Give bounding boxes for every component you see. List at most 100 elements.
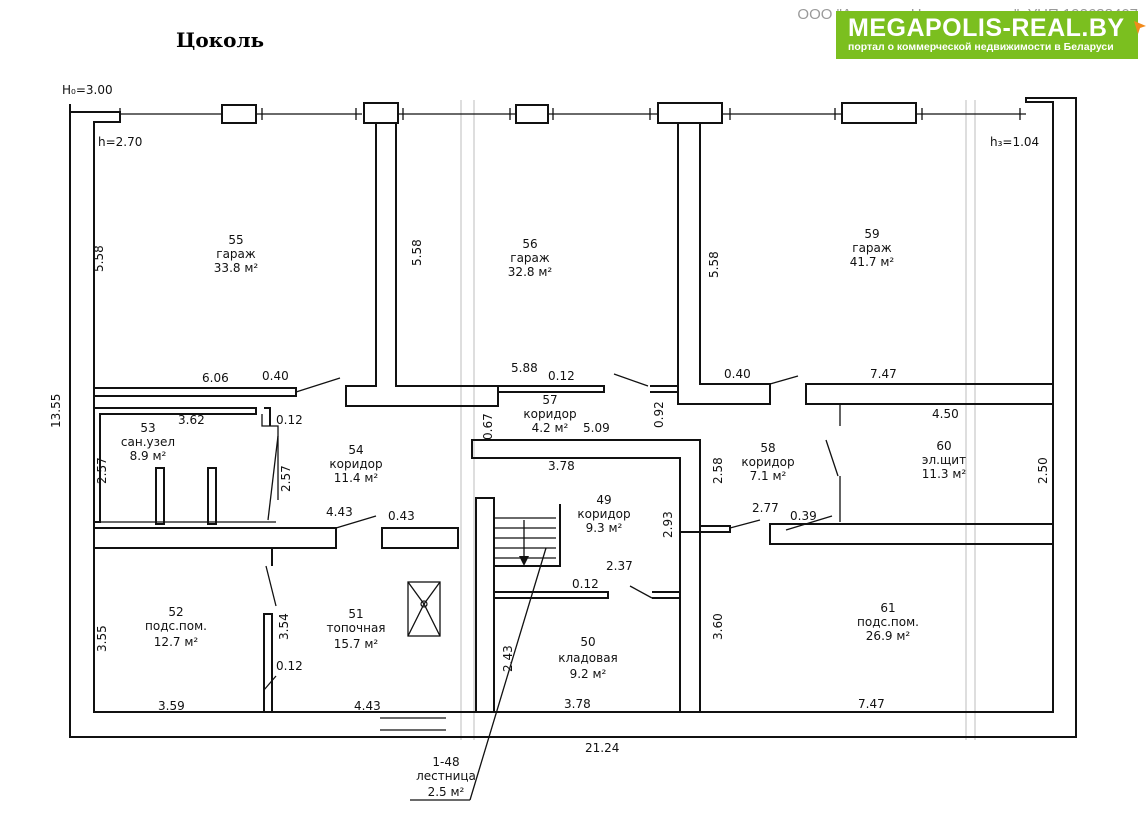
svg-text:9.3 м²: 9.3 м² xyxy=(586,521,623,535)
dimension-label: 5.88 xyxy=(511,361,538,375)
svg-text:26.9 м²: 26.9 м² xyxy=(866,629,911,643)
dimension-label: 0.12 xyxy=(572,577,599,591)
room-label-54: 54 коридор 11.4 м² xyxy=(329,443,382,485)
dimension-label: 3.62 xyxy=(178,413,205,427)
brand-logo-banner[interactable]: MEGAPOLIS-REAL.BY портал о коммерческой … xyxy=(836,11,1146,59)
pointer-icon xyxy=(1134,21,1146,34)
room-label-61: 61 подс.пом. 26.9 м² xyxy=(857,601,919,643)
dimension-label: 3.60 xyxy=(711,613,725,640)
dimension-label: 3.78 xyxy=(548,459,575,473)
dimension-label: 5.58 xyxy=(410,239,424,266)
svg-text:эл.щит: эл.щит xyxy=(922,453,966,467)
room-label-49: 49 коридор 9.3 м² xyxy=(577,493,630,535)
svg-text:4.2 м²: 4.2 м² xyxy=(532,421,569,435)
svg-text:гараж: гараж xyxy=(216,247,256,261)
svg-text:12.7 м²: 12.7 м² xyxy=(154,635,199,649)
svg-text:50: 50 xyxy=(580,635,595,649)
brand-name: MEGAPOLIS-REAL.BY xyxy=(848,14,1125,42)
outer-walls xyxy=(69,97,1077,738)
dimension-label: 4.50 xyxy=(932,407,959,421)
dimension-label: 0.92 xyxy=(652,401,666,428)
svg-text:32.8 м²: 32.8 м² xyxy=(508,265,553,279)
svg-text:49: 49 xyxy=(596,493,611,507)
svg-text:коридор: коридор xyxy=(741,455,794,469)
dimension-label: 0.40 xyxy=(262,369,289,383)
dimension-label: 3.59 xyxy=(158,699,185,713)
room-label-50: 50 кладовая 9.2 м² xyxy=(558,635,618,681)
svg-text:11.3 м²: 11.3 м² xyxy=(922,467,967,481)
dimension-label: 2.50 xyxy=(1036,457,1050,484)
svg-text:топочная: топочная xyxy=(326,621,385,635)
svg-text:кладовая: кладовая xyxy=(558,651,618,665)
room-labels: 55 гараж 33.8 м² 56 гараж 32.8 м² 59 гар… xyxy=(121,227,966,799)
dimension-label: 0.40 xyxy=(724,367,751,381)
svg-text:41.7 м²: 41.7 м² xyxy=(850,255,895,269)
dimension-label: 2.43 xyxy=(501,645,515,672)
dimension-label: 13.55 xyxy=(49,394,63,428)
brand-tagline: портал о коммерческой недвижимости в Бел… xyxy=(848,41,1114,53)
dimension-label: 5.58 xyxy=(707,251,721,278)
dimension-label: 21.24 xyxy=(585,741,619,755)
dimension-label: 2.57 xyxy=(279,465,293,492)
room-label-55: 55 гараж 33.8 м² xyxy=(214,233,259,275)
room-label-51: 51 топочная 15.7 м² xyxy=(326,607,385,651)
dimension-label: 0.12 xyxy=(276,659,303,673)
svg-text:подс.пом.: подс.пом. xyxy=(145,619,207,633)
svg-text:51: 51 xyxy=(348,607,363,621)
svg-text:11.4 м²: 11.4 м² xyxy=(334,471,379,485)
svg-text:59: 59 xyxy=(864,227,879,241)
svg-text:53: 53 xyxy=(140,421,155,435)
dimension-label: 0.12 xyxy=(276,413,303,427)
dimension-label: 0.67 xyxy=(481,413,495,440)
room-label-56: 56 гараж 32.8 м² xyxy=(508,237,553,279)
dimension-label: 2.37 xyxy=(606,559,633,573)
svg-text:2.5 м²: 2.5 м² xyxy=(428,785,465,799)
room-label-53: 53 сан.узел 8.9 м² xyxy=(121,421,175,463)
svg-text:коридор: коридор xyxy=(329,457,382,471)
room-label-52: 52 подс.пом. 12.7 м² xyxy=(145,605,207,649)
dimension-label: 7.47 xyxy=(870,367,897,381)
dimension-label: 5.58 xyxy=(92,245,106,272)
dimension-label: 4.43 xyxy=(354,699,381,713)
svg-text:лестница: лестница xyxy=(416,769,476,783)
room-label-stairs: 1-48 лестница 2.5 м² xyxy=(416,755,476,799)
svg-text:сан.узел: сан.узел xyxy=(121,435,175,449)
room-label-60: 60 эл.щит 11.3 м² xyxy=(922,439,967,481)
svg-text:58: 58 xyxy=(760,441,775,455)
dimension-label: 3.54 xyxy=(277,613,291,640)
room-label-57: 57 коридор 4.2 м² xyxy=(523,393,576,435)
dimension-label: 0.39 xyxy=(790,509,817,523)
svg-text:гараж: гараж xyxy=(852,241,892,255)
svg-text:55: 55 xyxy=(228,233,243,247)
svg-text:54: 54 xyxy=(348,443,363,457)
room-label-58: 58 коридор 7.1 м² xyxy=(741,441,794,483)
height-label-h: h=2.70 xyxy=(98,135,142,149)
dimension-label: 3.55 xyxy=(95,625,109,652)
svg-text:15.7 м²: 15.7 м² xyxy=(334,637,379,651)
dimension-label: 7.47 xyxy=(858,697,885,711)
svg-text:52: 52 xyxy=(168,605,183,619)
svg-text:коридор: коридор xyxy=(523,407,576,421)
interior-walls xyxy=(94,122,1054,801)
dimension-label: 6.06 xyxy=(202,371,229,385)
svg-text:57: 57 xyxy=(542,393,557,407)
svg-text:1-48: 1-48 xyxy=(432,755,459,769)
dimension-label: 2.58 xyxy=(711,457,725,484)
svg-text:56: 56 xyxy=(522,237,537,251)
svg-text:7.1 м²: 7.1 м² xyxy=(750,469,787,483)
svg-text:9.2 м²: 9.2 м² xyxy=(570,667,607,681)
height-label-h0: H₀=3.00 xyxy=(62,83,113,97)
height-label-h3: h₃=1.04 xyxy=(990,135,1039,149)
dimension-label: 0.12 xyxy=(548,369,575,383)
dimension-label: 4.43 xyxy=(326,505,353,519)
dimension-label: 2.93 xyxy=(661,511,675,538)
dimension-label: 0.43 xyxy=(388,509,415,523)
svg-text:33.8 м²: 33.8 м² xyxy=(214,261,259,275)
dimension-labels: H₀=3.00 h=2.70 h₃=1.04 13.55 21.24 5.58 … xyxy=(49,83,1050,755)
svg-text:60: 60 xyxy=(936,439,951,453)
dimension-label: 2.57 xyxy=(95,457,109,484)
dimension-label: 5.09 xyxy=(583,421,610,435)
svg-text:8.9 м²: 8.9 м² xyxy=(130,449,167,463)
svg-text:подс.пом.: подс.пом. xyxy=(857,615,919,629)
